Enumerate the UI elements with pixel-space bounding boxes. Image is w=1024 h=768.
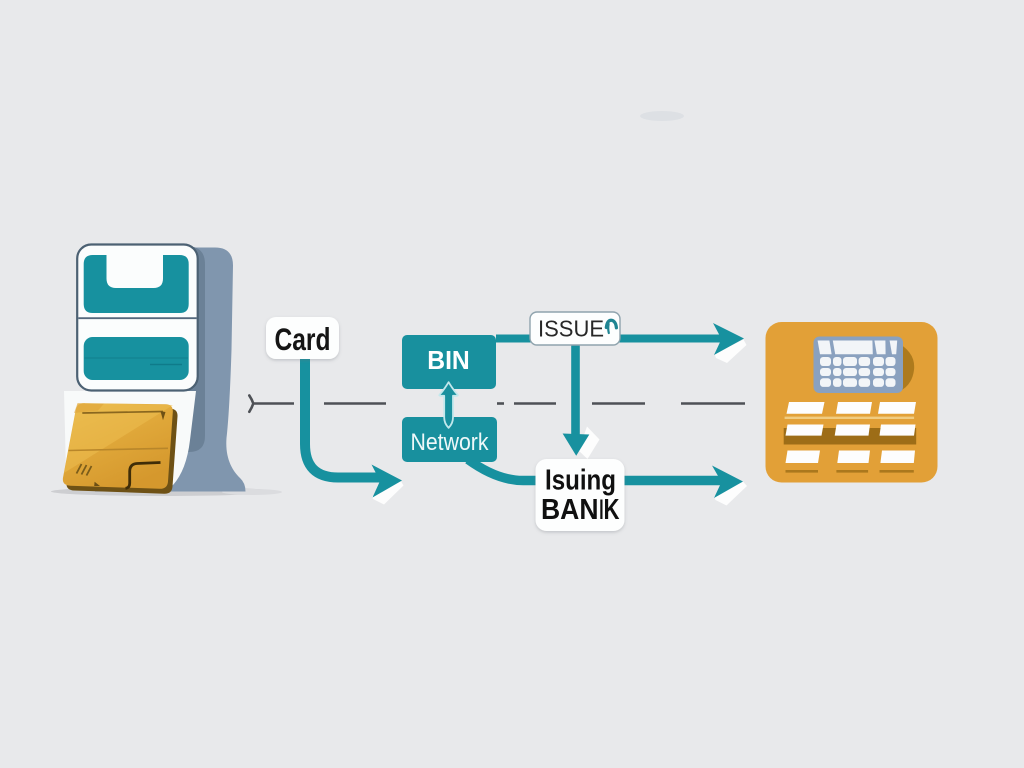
svg-text:BIN: BIN [427,347,470,375]
svg-text:Isuing: Isuing [545,465,616,497]
svg-text:Network: Network [411,429,490,456]
svg-text:Card: Card [275,322,331,357]
svg-text:BAN: BAN [541,494,599,526]
svg-text:K: K [604,494,620,526]
svg-text:ISSUE: ISSUE [538,315,604,341]
